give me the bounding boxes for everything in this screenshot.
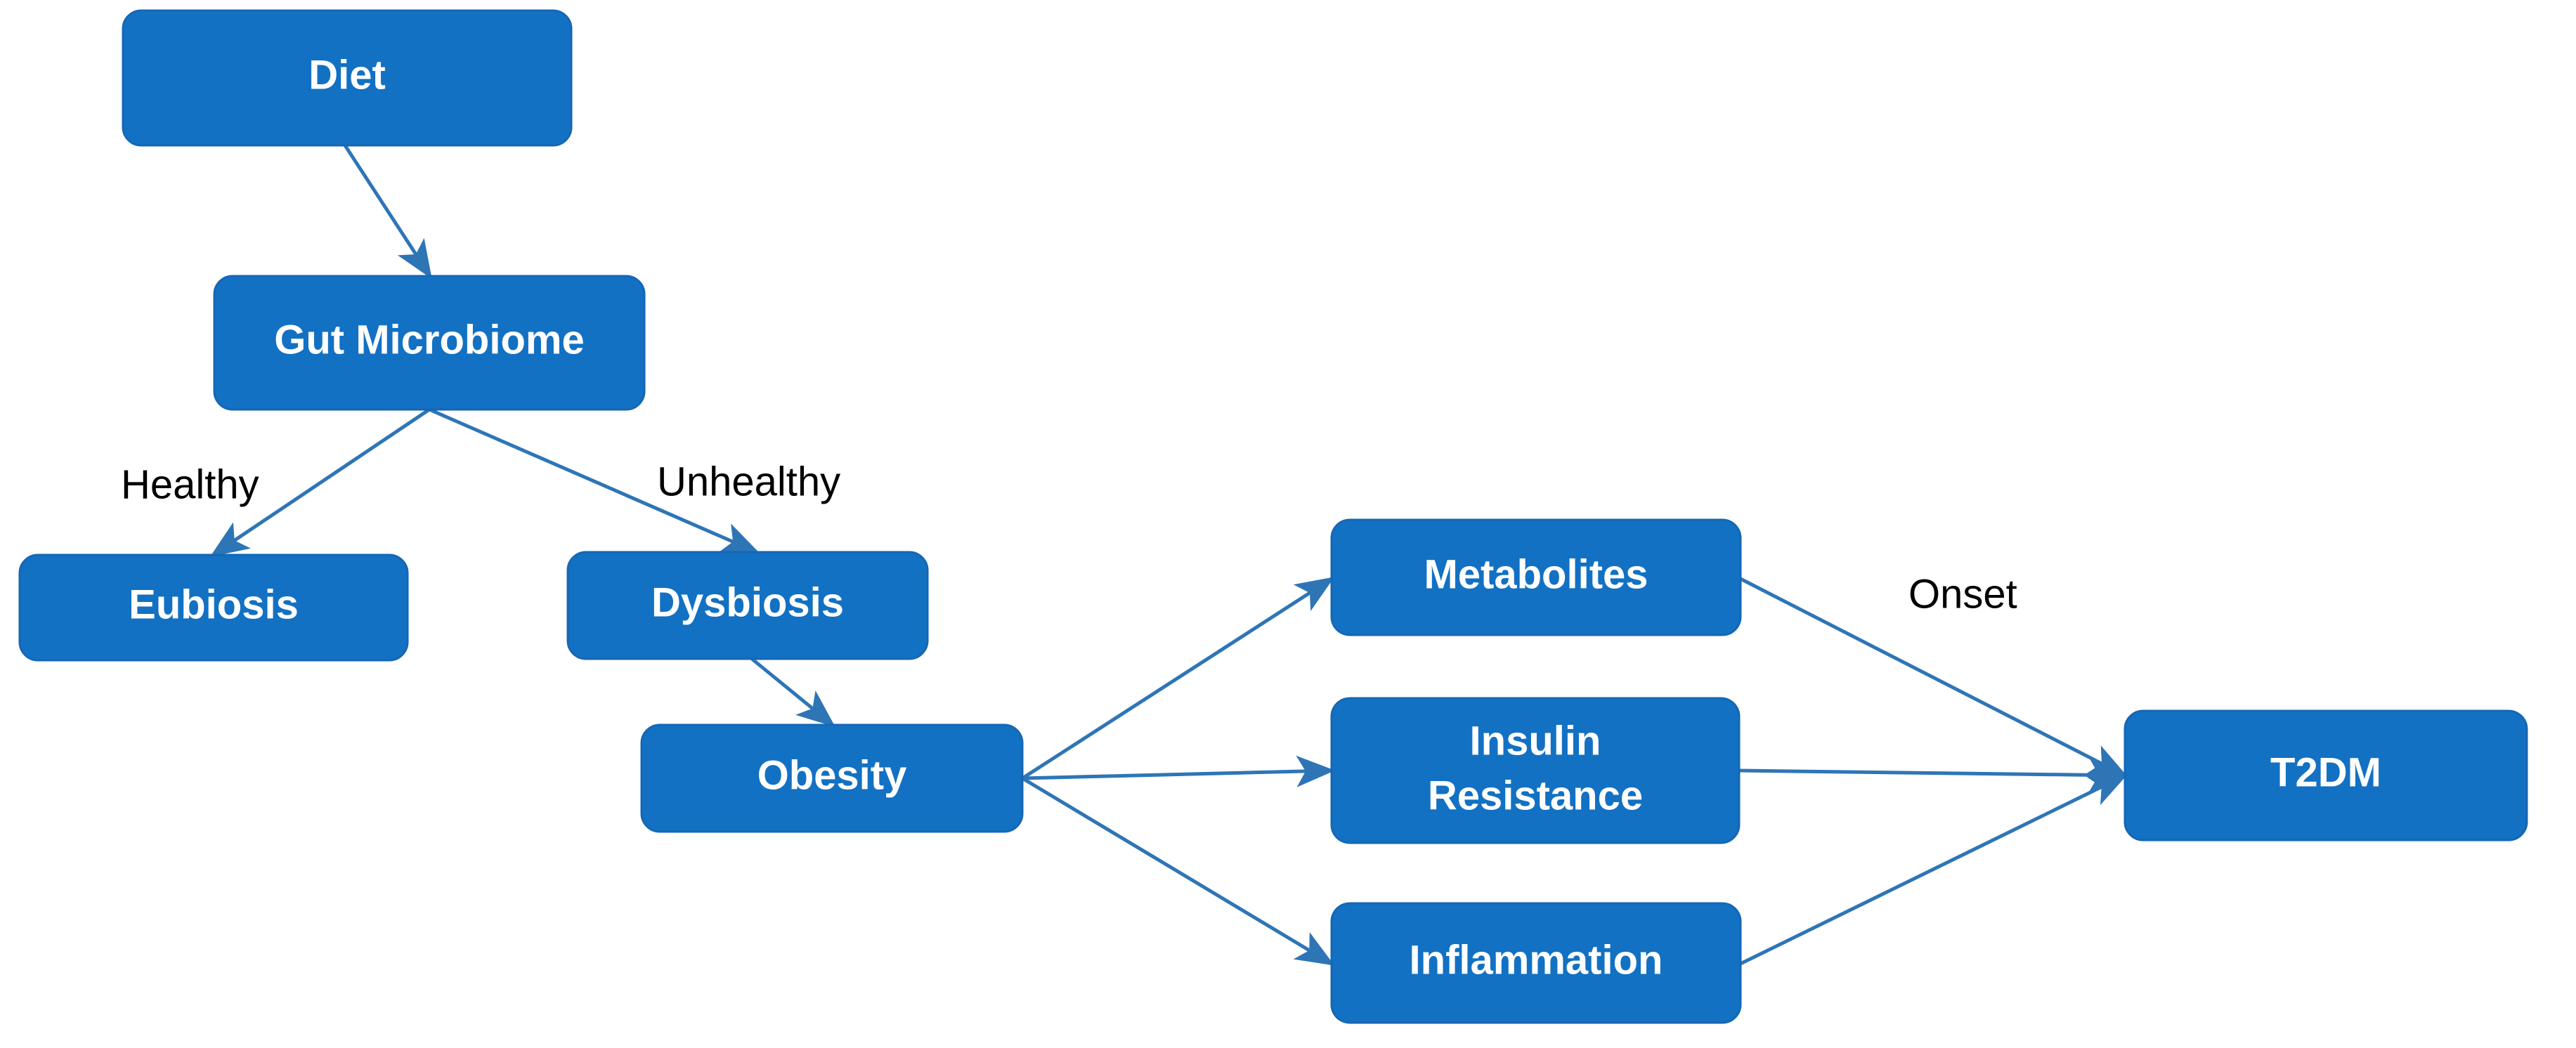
edge-metabolites-to-t2dm	[1739, 577, 2128, 778]
edges-layer	[209, 144, 2128, 966]
node-box-metabolites[interactable]	[1330, 518, 1742, 636]
node-microbiome[interactable]: Gut Microbiome	[213, 275, 646, 411]
node-box-dysbiosis[interactable]	[566, 551, 929, 660]
node-box-inflammation[interactable]	[1330, 902, 1742, 1024]
node-label-microbiome: Gut Microbiome	[274, 317, 584, 362]
node-obesity[interactable]: Obesity	[640, 723, 1024, 833]
node-box-diet[interactable]	[122, 9, 573, 147]
node-box-microbiome[interactable]	[213, 275, 646, 411]
node-metabolites[interactable]: Metabolites	[1330, 518, 1742, 636]
node-label-obesity: Obesity	[757, 752, 907, 798]
node-dysbiosis[interactable]: Dysbiosis	[566, 551, 929, 660]
node-t2dm[interactable]: T2DM	[2123, 709, 2528, 841]
edge-microbiome-to-eubiosis	[209, 407, 431, 557]
node-label-insulin-line2: Resistance	[1428, 773, 1643, 818]
node-label-inflammation: Inflammation	[1410, 937, 1663, 983]
node-label-eubiosis: Eubiosis	[129, 582, 299, 627]
edge-obesity-to-inflammation	[1021, 776, 1335, 966]
node-box-obesity[interactable]	[640, 723, 1024, 833]
node-label-insulin-line1: Insulin	[1470, 718, 1601, 764]
node-label-dysbiosis: Dysbiosis	[651, 579, 844, 625]
edge-dysbiosis-to-obesity	[750, 657, 835, 728]
node-box-insulin[interactable]	[1330, 697, 1741, 844]
node-label-diet: Diet	[308, 52, 386, 98]
edge-label-healthy: Healthy	[121, 461, 259, 507]
node-label-t2dm: T2DM	[2270, 749, 2381, 795]
node-box-eubiosis[interactable]	[18, 554, 409, 662]
edge-label-unhealthy: Unhealthy	[657, 459, 840, 504]
edge-obesity-to-metabolites	[1021, 577, 1335, 780]
node-inflammation[interactable]: Inflammation	[1330, 902, 1742, 1024]
edge-label-onset: Onset	[1908, 571, 2017, 617]
edge-obesity-to-insulin	[1022, 755, 1335, 787]
edge-microbiome-to-dysbiosis	[429, 407, 760, 554]
node-box-t2dm[interactable]	[2123, 709, 2528, 841]
edge-insulin-to-t2dm	[1738, 759, 2128, 791]
node-diet[interactable]: Diet	[122, 9, 573, 147]
node-eubiosis[interactable]: Eubiosis	[18, 554, 409, 662]
edge-inflammation-to-t2dm	[1739, 773, 2128, 966]
edge-diet-to-microbiome	[343, 144, 432, 280]
node-label-metabolites: Metabolites	[1424, 551, 1648, 597]
